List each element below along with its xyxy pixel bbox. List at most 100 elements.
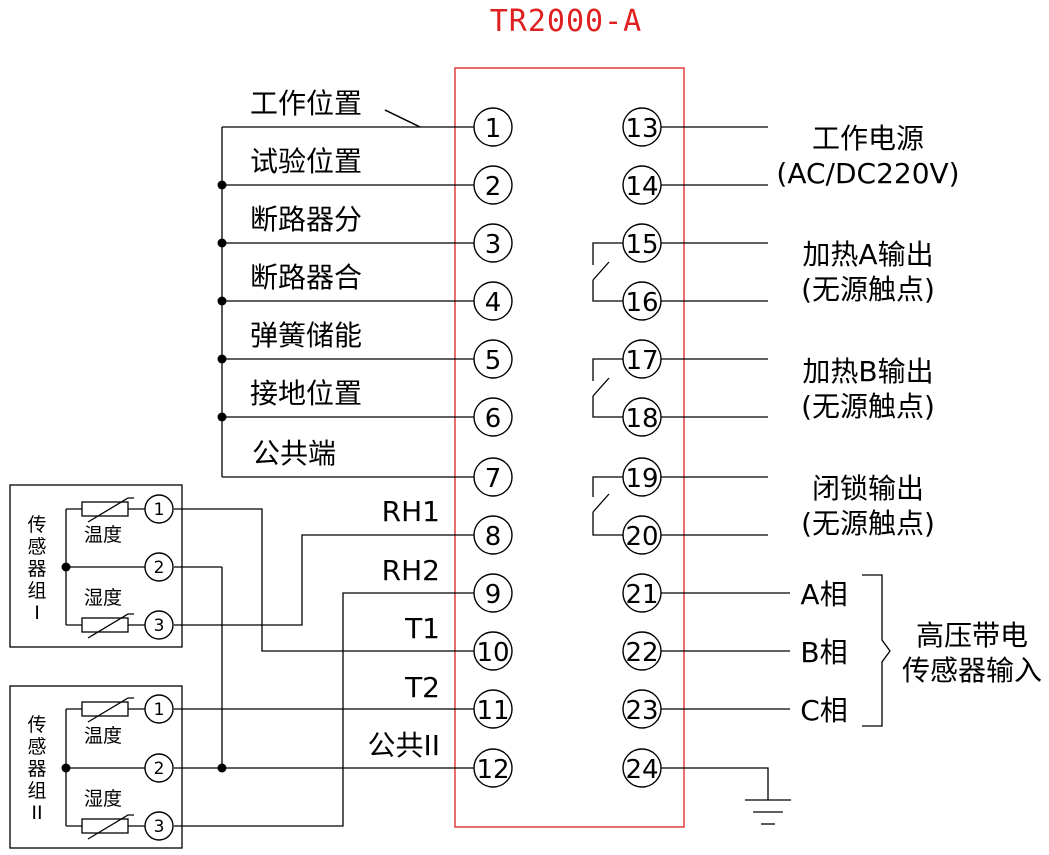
sensor-1-humidity-label: 湿度 bbox=[84, 587, 122, 609]
sensor-1-pin-2 bbox=[144, 552, 174, 582]
sensor-1-temp-label: 温度 bbox=[84, 524, 122, 546]
terminal-19-label: 19 bbox=[625, 464, 658, 494]
terminal-19 bbox=[622, 457, 662, 497]
terminal-5 bbox=[473, 339, 513, 379]
label-hv-sensor-2: 传感器输入 bbox=[902, 654, 1042, 687]
terminal-4 bbox=[473, 281, 513, 321]
terminal-12-label: 12 bbox=[476, 755, 509, 785]
terminal-13-label: 13 bbox=[625, 114, 658, 144]
terminal-1 bbox=[473, 107, 513, 147]
label-common-2: 公共II bbox=[367, 729, 440, 762]
terminal-15 bbox=[622, 223, 662, 263]
terminal-21 bbox=[622, 573, 662, 613]
label-power: 工作电源 bbox=[812, 122, 924, 155]
terminal-9-label: 9 bbox=[485, 580, 502, 610]
terminal-6 bbox=[473, 397, 513, 437]
sensor-2-humidity-label: 湿度 bbox=[84, 788, 122, 810]
terminal-18-label: 18 bbox=[625, 404, 658, 434]
terminal-8-label: 8 bbox=[485, 522, 502, 552]
label-ground-position: 接地位置 bbox=[250, 377, 362, 410]
switch-contacts bbox=[384, 109, 421, 128]
label-work-position: 工作位置 bbox=[250, 87, 362, 120]
terminal-5-label: 5 bbox=[485, 346, 502, 376]
label-heat-b-note: (无源触点) bbox=[801, 390, 935, 423]
label-lock: 闭锁输出 bbox=[812, 472, 924, 505]
label-breaker-open: 断路器分 bbox=[250, 203, 362, 236]
sensor-2-pin-1 bbox=[144, 694, 174, 724]
label-t2: T2 bbox=[404, 671, 440, 704]
label-power-spec: (AC/DC220V) bbox=[776, 157, 959, 190]
terminal-6-label: 6 bbox=[485, 404, 502, 434]
label-breaker-close: 断路器合 bbox=[250, 261, 362, 294]
junction-dot bbox=[217, 180, 227, 190]
sensor-2-pin-3 bbox=[144, 811, 174, 841]
terminal-14 bbox=[622, 165, 662, 205]
sensor-group-1 bbox=[61, 494, 174, 640]
sensor-2-title-c0: 传 bbox=[27, 714, 46, 736]
label-t1: T1 bbox=[404, 612, 440, 645]
terminal-11-label: 11 bbox=[476, 696, 509, 726]
sensor-1-pin-2-label: 2 bbox=[154, 558, 165, 578]
sensor-2-pin-2-label: 2 bbox=[154, 759, 165, 779]
label-hv-sensor: 高压带电 bbox=[916, 619, 1028, 652]
sensor-2-title-c2: 器 bbox=[27, 758, 46, 780]
terminal-16 bbox=[622, 281, 662, 321]
terminal-4-label: 4 bbox=[485, 288, 502, 318]
terminal-22-label: 22 bbox=[625, 638, 658, 668]
terminal-2-label: 2 bbox=[485, 172, 502, 202]
terminal-17-label: 17 bbox=[625, 346, 658, 376]
terminal-18 bbox=[622, 397, 662, 437]
sensor-2-pin-3-label: 3 bbox=[154, 817, 165, 837]
label-test-position: 试验位置 bbox=[250, 145, 362, 178]
terminal-20-label: 20 bbox=[625, 522, 658, 552]
sensor-1-pin-3 bbox=[144, 610, 174, 640]
junction-dot bbox=[217, 412, 227, 422]
terminal-16-label: 16 bbox=[625, 288, 658, 318]
terminal-3-label: 3 bbox=[485, 230, 502, 260]
terminal-block bbox=[454, 67, 685, 828]
terminal-23 bbox=[622, 689, 662, 729]
sensor-group-2-box bbox=[9, 685, 183, 849]
terminal-8 bbox=[473, 515, 513, 555]
sensor-1-title-c3: 组 bbox=[27, 580, 46, 602]
terminal-21-label: 21 bbox=[625, 580, 658, 610]
sensor-wiring bbox=[174, 508, 474, 827]
sensor-1-pin-3-label: 3 bbox=[154, 616, 165, 636]
label-phase-c: C相 bbox=[800, 694, 848, 727]
label-spring-charged: 弹簧储能 bbox=[250, 319, 362, 352]
terminal-13 bbox=[622, 107, 662, 147]
sensor-1-title-c4: I bbox=[34, 602, 40, 624]
sensor-group-1-box bbox=[9, 484, 183, 648]
terminal-10-label: 10 bbox=[476, 638, 509, 668]
terminal-15-label: 15 bbox=[625, 230, 658, 260]
junction-dot bbox=[217, 296, 227, 306]
sensor-2-title-c1: 感 bbox=[27, 736, 46, 758]
junction-dot bbox=[217, 763, 227, 773]
sensor-1-pin-1 bbox=[144, 494, 174, 524]
label-common: 公共端 bbox=[252, 437, 336, 470]
junction-dot bbox=[217, 354, 227, 364]
label-rh2: RH2 bbox=[382, 554, 440, 587]
label-rh1: RH1 bbox=[382, 495, 440, 528]
terminal-24 bbox=[622, 748, 662, 788]
sensor-2-pin-1-label: 1 bbox=[154, 700, 165, 720]
terminal-3 bbox=[473, 223, 513, 263]
terminal-11 bbox=[473, 689, 513, 729]
sensor-2-title-c4: II bbox=[31, 802, 42, 824]
terminal-9 bbox=[473, 573, 513, 613]
terminal-12 bbox=[473, 748, 513, 788]
label-heat-b: 加热B输出 bbox=[802, 355, 933, 388]
terminal-7-label: 7 bbox=[485, 464, 502, 494]
device-title: TR2000-A bbox=[490, 4, 643, 39]
sensor-1-title-c1: 感 bbox=[27, 536, 46, 558]
sensor-2-title-c3: 组 bbox=[27, 780, 46, 802]
terminal-20 bbox=[622, 515, 662, 555]
right-side-wiring bbox=[592, 126, 891, 825]
terminal-10 bbox=[473, 631, 513, 671]
sensor-1-pin-1-label: 1 bbox=[154, 500, 165, 520]
terminal-2 bbox=[473, 165, 513, 205]
terminal-22 bbox=[622, 631, 662, 671]
terminal-14-label: 14 bbox=[625, 172, 658, 202]
